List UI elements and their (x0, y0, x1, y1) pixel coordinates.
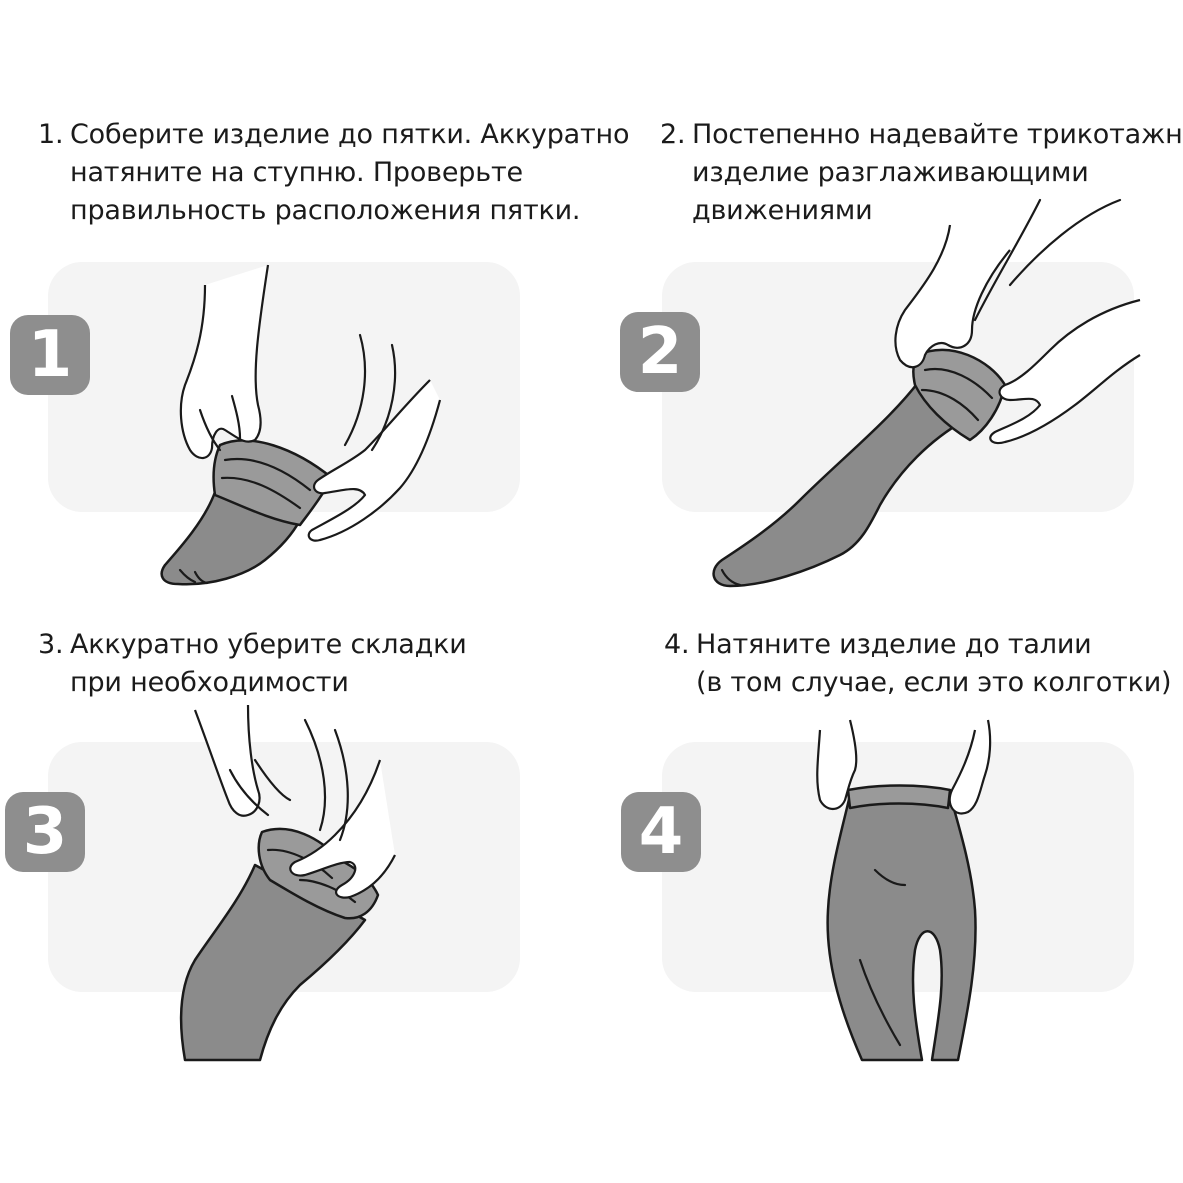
step-3-number: 3. (38, 629, 64, 660)
step-4-number: 4. (664, 629, 690, 660)
step-2-line-2: изделие разглаживающими (692, 157, 1089, 188)
step-3-caption: 3.Аккуратно уберите складки при необходи… (38, 626, 467, 702)
step-2-line-1: Постепенно надевайте трикотажное (692, 119, 1183, 150)
illustration-step-4-tights-hands (816, 719, 992, 1062)
illustration-step-1-foot-hands (160, 264, 442, 586)
step-4-badge: 4 (621, 792, 701, 872)
step-4-line-1: Натяните изделие до талии (696, 629, 1092, 660)
step-1-line-2: натяните на ступню. Проверьте (70, 157, 523, 188)
illustration-step-3-leg-hands (179, 704, 396, 1062)
step-2-number: 2. (660, 119, 686, 150)
step-1-badge: 1 (10, 315, 90, 395)
step-2-line-3: движениями (692, 195, 873, 226)
step-3-badge: 3 (5, 792, 85, 872)
step-2-caption: 2.Постепенно надевайте трикотажное издел… (660, 116, 1183, 230)
step-1-number: 1. (38, 119, 64, 150)
illustration-step-2-leg-hands (712, 198, 1141, 588)
step-2-badge: 2 (620, 312, 700, 392)
step-1-caption: 1.Соберите изделие до пятки. Аккуратно н… (38, 116, 629, 230)
step-1-line-3: правильность расположения пятки. (70, 195, 581, 226)
step-3-line-2: при необходимости (70, 667, 349, 698)
step-1-line-1: Соберите изделие до пятки. Аккуратно (70, 119, 630, 150)
step-3-line-1: Аккуратно уберите складки (70, 629, 467, 660)
step-4-line-2: (в том случае, если это колготки) (696, 667, 1172, 698)
step-4-caption: 4.Натяните изделие до талии (в том случа… (664, 626, 1172, 702)
